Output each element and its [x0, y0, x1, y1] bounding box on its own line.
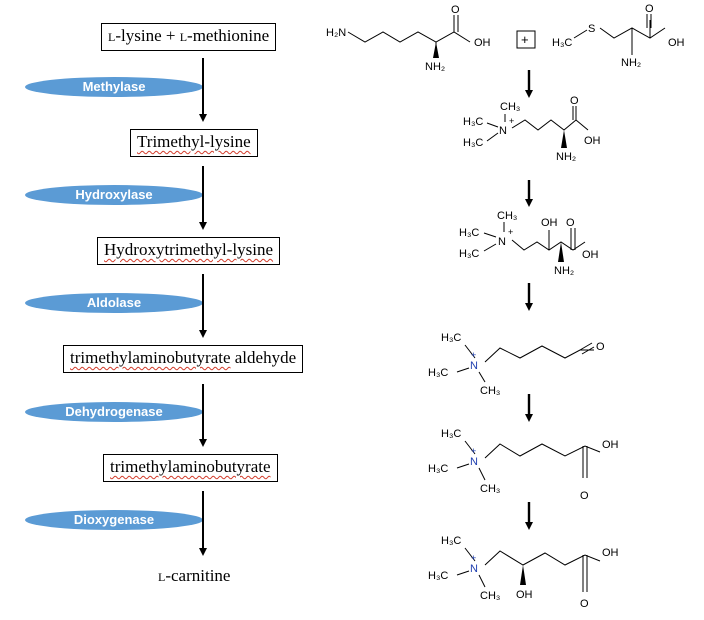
gbb-nitrogen: N	[470, 456, 478, 468]
tmaba-ch3-bottom: CH₃	[480, 385, 500, 397]
structure-carnitine: H₃C H₃C CH₃ N + OH OH O	[428, 535, 619, 610]
html-charge: +	[508, 227, 513, 237]
html-h3c-top: H₃C	[459, 227, 479, 239]
structure-tmaba-aldehyde: H₃C H₃C CH₃ N + O	[428, 332, 605, 397]
compound-label-part: Hydroxytrimethyl-lysine	[104, 240, 274, 259]
plus-box	[516, 30, 536, 49]
enzyme-dehydrogenase: Dehydrogenase	[25, 402, 203, 422]
gbb-h3c-left: H₃C	[428, 463, 448, 475]
tml-nh2: NH₂	[556, 151, 576, 163]
compound-label-part: l	[158, 566, 166, 585]
tml-h3c-bottom: H₃C	[463, 137, 483, 149]
lysine-amine-label: H₂N	[326, 27, 346, 39]
methionine-nh2-label: NH₂	[621, 57, 641, 69]
compound-label-part: -lysine +	[115, 26, 180, 45]
compound-label-carnitine: l-carnitine	[151, 563, 238, 591]
plus-sign: +	[521, 32, 529, 47]
carnitine-hydroxyl: OH	[516, 589, 533, 601]
tml-o: O	[570, 95, 579, 107]
carnitine-h3c-left: H₃C	[428, 570, 448, 582]
html-ch3-top: CH₃	[497, 210, 517, 222]
compound-label-part: -methionine	[187, 26, 270, 45]
enzyme-hydroxylase: Hydroxylase	[25, 185, 203, 205]
compound-label-part: Trimethyl-lysine	[137, 132, 251, 151]
html-oh: OH	[582, 249, 599, 261]
enzyme-methylase: Methylase	[25, 77, 203, 97]
compound-box-trimethylaminobutyrate: trimethylaminobutyrate	[103, 454, 278, 482]
tmaba-h3c-left: H₃C	[428, 367, 448, 379]
compound-label-part: l	[179, 26, 188, 45]
compound-box-tmaba-aldehyde: trimethylaminobutyrate aldehyde	[63, 345, 304, 373]
html-nh2: NH₂	[554, 265, 574, 277]
structure-lysine: H₂N OH O NH₂	[326, 4, 491, 73]
compound-label-part: trimethylaminobutyrate	[110, 457, 271, 476]
html-nitrogen: N	[498, 236, 506, 248]
compound-label-part: aldehyde	[230, 348, 297, 367]
gbb-h3c-top: H₃C	[441, 428, 461, 440]
methionine-oh-label: OH	[668, 37, 685, 49]
tmaba-o: O	[596, 341, 605, 353]
html-h3c-bottom: H₃C	[459, 248, 479, 260]
tml-oh: OH	[584, 135, 601, 147]
enzyme-dioxygenase: Dioxygenase	[25, 510, 203, 530]
tml-h3c-top: H₃C	[463, 116, 483, 128]
carnitine-h3c-top: H₃C	[441, 535, 461, 547]
compound-box-lysine-methionine: l-lysine + l-methionine	[101, 23, 277, 51]
html-o: O	[566, 217, 575, 229]
carnitine-oh: OH	[602, 547, 619, 559]
methionine-methyl-label: H₃C	[552, 37, 572, 49]
structure-gbb: H₃C H₃C CH₃ N + OH O	[428, 428, 619, 502]
html-hydroxyl: OH	[541, 217, 558, 229]
tmaba-charge: +	[471, 350, 476, 360]
methionine-sulfur-label: S	[588, 23, 595, 35]
tml-ch3-top: CH₃	[500, 101, 520, 113]
tmaba-nitrogen: N	[470, 360, 478, 372]
structure-hydroxytrimethyl-lysine: CH₃ H₃C H₃C N + OH O OH NH₂	[459, 210, 599, 277]
compound-label-part: l	[108, 26, 116, 45]
gbb-oh: OH	[602, 439, 619, 451]
gbb-ch3-bottom: CH₃	[480, 483, 500, 495]
carnitine-ch3-bottom: CH₃	[480, 590, 500, 602]
carnitine-charge: +	[471, 553, 476, 563]
tml-charge: +	[509, 116, 514, 126]
compound-box-trimethyl-lysine: Trimethyl-lysine	[130, 129, 258, 157]
structure-trimethyl-lysine: CH₃ H₃C H₃C N + OH O NH₂	[463, 95, 601, 163]
compound-label-part: -carnitine	[165, 566, 231, 585]
enzyme-aldolase: Aldolase	[25, 293, 203, 313]
lysine-o-label: O	[451, 4, 460, 16]
tml-nitrogen: N	[499, 125, 507, 137]
gbb-charge: +	[471, 446, 476, 456]
methionine-o-label: O	[645, 3, 654, 15]
tmaba-h3c-top: H₃C	[441, 332, 461, 344]
compound-box-hydroxytrimethyl-lysine: Hydroxytrimethyl-lysine	[97, 237, 281, 265]
compound-label-part: trimethylaminobutyrate	[70, 348, 231, 367]
structure-methionine: H₃C S OH O NH₂	[552, 3, 685, 69]
gbb-o: O	[580, 490, 589, 502]
carnitine-nitrogen: N	[470, 563, 478, 575]
lysine-oh-label: OH	[474, 37, 491, 49]
carnitine-o: O	[580, 598, 589, 610]
lysine-nh2-label: NH₂	[425, 61, 445, 73]
